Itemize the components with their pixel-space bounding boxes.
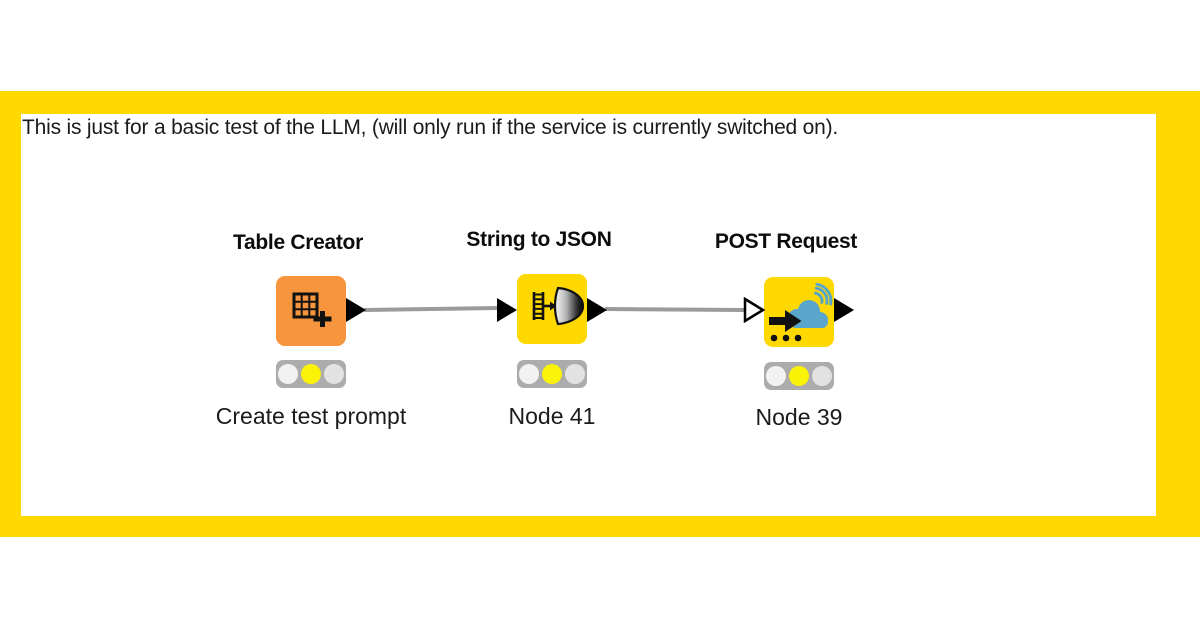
traffic-light <box>517 360 587 388</box>
traffic-red-off <box>519 364 539 384</box>
node-label: Node 41 <box>508 403 596 429</box>
traffic-red-off <box>278 364 298 384</box>
traffic-yellow-on <box>542 364 562 384</box>
node-title: String to JSON <box>466 228 612 251</box>
traffic-green-off <box>812 366 832 386</box>
node-label: Node 39 <box>755 404 843 430</box>
traffic-green-off <box>324 364 344 384</box>
table-plus-icon[interactable] <box>276 276 346 346</box>
column-to-json-icon[interactable] <box>517 274 587 344</box>
node-table-creator[interactable]: Table Creator Create test prompt <box>216 231 406 429</box>
traffic-yellow-on <box>789 366 809 386</box>
input-port-optional[interactable] <box>743 297 765 323</box>
input-port[interactable] <box>496 297 518 323</box>
node-string-to-json[interactable]: String to JSON Node 41 <box>466 228 611 429</box>
node-title: POST Request <box>714 230 858 253</box>
traffic-light <box>764 362 834 390</box>
node-label: Create test prompt <box>215 403 407 429</box>
output-port[interactable] <box>345 297 367 323</box>
traffic-light <box>276 360 346 388</box>
cloud-post-icon[interactable] <box>764 277 834 347</box>
workflow-annotation: This is just for a basic test of the LLM… <box>22 116 839 139</box>
traffic-yellow-on <box>301 364 321 384</box>
output-port[interactable] <box>586 297 608 323</box>
node-post-request[interactable]: POST Request <box>715 230 858 430</box>
node-title: Table Creator <box>233 231 363 254</box>
output-port[interactable] <box>833 297 855 323</box>
traffic-green-off <box>565 364 585 384</box>
traffic-red-off <box>766 366 786 386</box>
